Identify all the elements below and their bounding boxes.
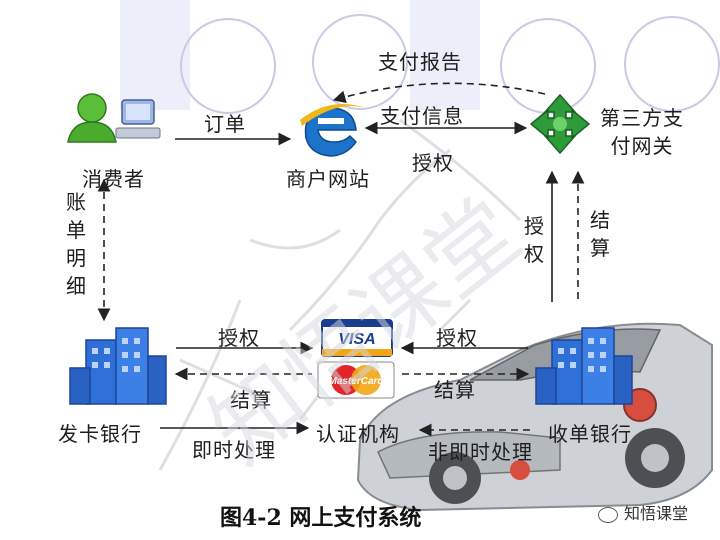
acquirer-building-icon (535, 327, 633, 405)
arrows (97, 82, 585, 437)
ie-browser-icon (300, 104, 366, 157)
authorize-merchant-label: 授权 (412, 151, 454, 175)
authorize-issuer-label: 授权 (218, 326, 260, 350)
background-circle (180, 18, 276, 114)
figure-caption: 图4-2 网上支付系统 (220, 505, 422, 531)
background-circle (624, 16, 720, 112)
consumer-icon (67, 93, 161, 143)
issuer-label: 发卡银行 (58, 422, 142, 446)
statement-label: 账单明细 (66, 190, 86, 298)
non-realtime-label: 非即时处理 (428, 440, 533, 464)
order-label: 订单 (204, 112, 246, 136)
issuer-building-icon (69, 327, 167, 405)
arrow-payment-report (332, 82, 546, 104)
settle-acquirer-label: 结算 (434, 378, 476, 402)
merchant-label: 商户网站 (286, 167, 370, 191)
authorize-acquirer-label: 授权 (436, 326, 478, 350)
brand-text: 知悟课堂 (624, 504, 689, 523)
authorize-gateway-label: 授权 (524, 214, 544, 266)
gateway-icon (529, 93, 591, 155)
gateway-label: 第三方支付网关 (600, 106, 684, 158)
settle-issuer-label: 结算 (230, 388, 272, 412)
background-decoration (410, 0, 480, 110)
mastercard-icon: MasterCard (317, 361, 395, 399)
background-circle (312, 14, 408, 110)
acquirer-label: 收单银行 (548, 422, 632, 446)
payment-report-label: 支付报告 (378, 50, 462, 74)
visa-card-icon: VISA (321, 319, 393, 357)
background-decoration (120, 0, 190, 110)
realtime-label: 即时处理 (192, 438, 276, 462)
consumer-label: 消费者 (82, 167, 145, 191)
brand-label: 知悟课堂 (598, 500, 688, 524)
mastercard-label: MasterCard (328, 376, 384, 387)
settle-gateway-label: 结算 (590, 208, 610, 260)
auth-org-label: 认证机构 (316, 422, 400, 446)
wechat-icon (598, 506, 618, 523)
visa-label: VISA (338, 331, 375, 348)
payment-info-label: 支付信息 (380, 104, 464, 128)
